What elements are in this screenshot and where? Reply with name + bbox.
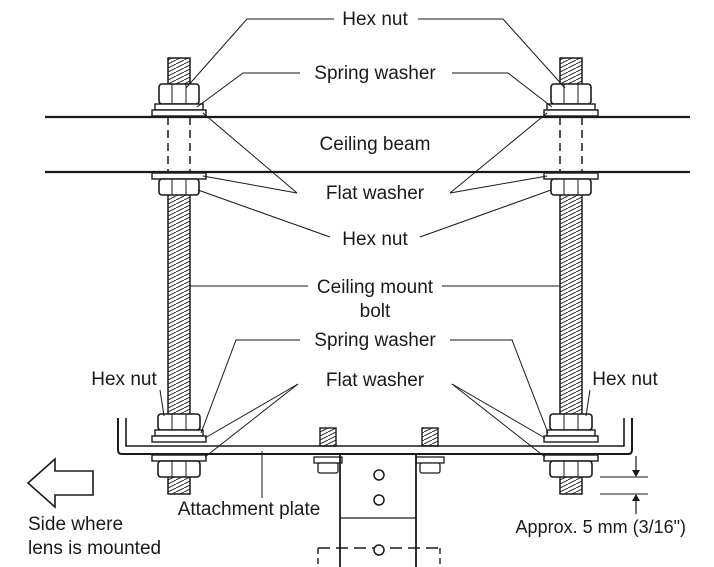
leader-lines — [159, 18, 591, 498]
attachment-plate — [117, 418, 633, 455]
label-ceiling-beam: Ceiling beam — [320, 134, 431, 155]
camera-mount-bolts — [313, 427, 445, 474]
label-hex-nut-bottom-right: Hex nut — [592, 369, 658, 390]
label-gap-dimension: Approx. 5 mm (3/16") — [516, 517, 686, 537]
lens-side-arrow — [26, 457, 94, 509]
label-side-lens-2: lens is mounted — [28, 538, 161, 559]
gap-dimension-marker — [600, 456, 648, 514]
label-side-lens-1: Side where — [28, 514, 123, 535]
label-flat-washer-top: Flat washer — [326, 183, 425, 204]
label-spring-washer-bottom: Spring washer — [314, 330, 436, 351]
label-hex-nut-top: Hex nut — [342, 9, 408, 30]
label-hex-nut-bottom-left: Hex nut — [91, 369, 157, 390]
label-hex-nut-mid: Hex nut — [342, 229, 408, 250]
bottom-hardware-left — [151, 413, 207, 478]
top-hardware-right — [543, 83, 599, 196]
label-spring-washer-top: Spring washer — [314, 63, 436, 84]
label-attachment-plate: Attachment plate — [178, 499, 321, 520]
label-ceiling-mount-bolt-1: Ceiling mount — [317, 277, 434, 298]
label-ceiling-mount-bolt-2: bolt — [360, 301, 391, 322]
label-flat-washer-bottom: Flat washer — [326, 370, 425, 391]
top-hardware-left — [151, 83, 207, 196]
camera-bracket — [317, 455, 441, 567]
bottom-hardware-right — [543, 413, 599, 478]
